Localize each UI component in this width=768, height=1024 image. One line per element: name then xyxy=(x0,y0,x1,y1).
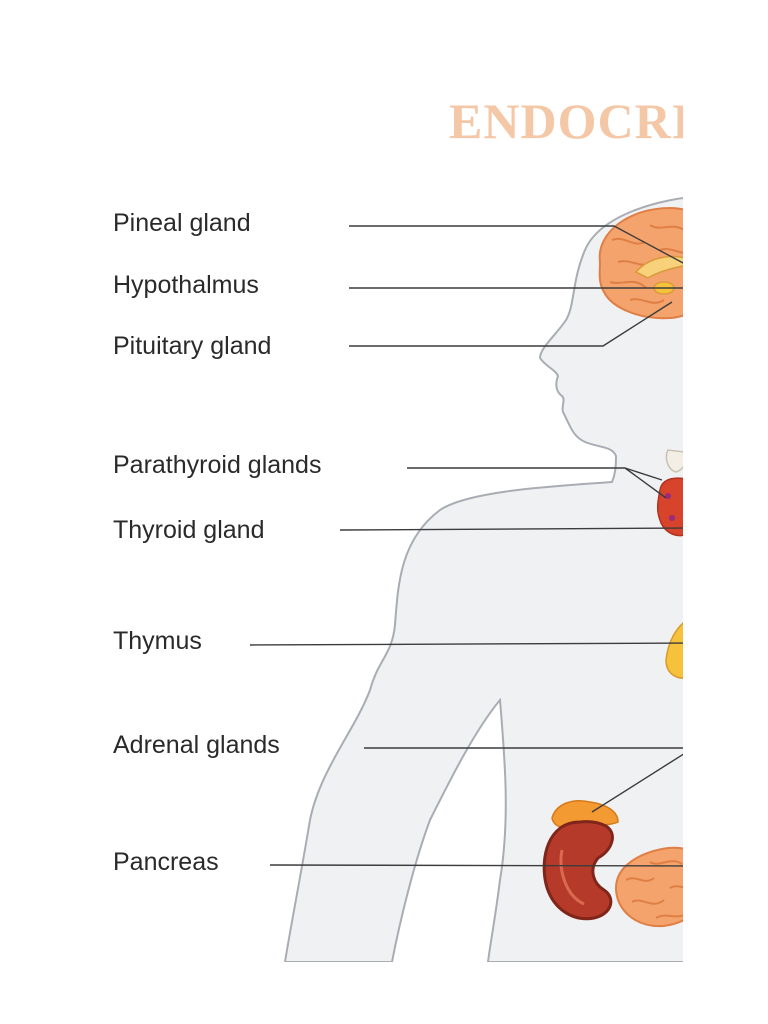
thyroid-icon xyxy=(656,449,683,537)
parathyroid-leader-line xyxy=(407,467,667,499)
label-pineal-gland: Pineal gland xyxy=(113,209,251,237)
pituitary-leader-line xyxy=(349,301,673,347)
brain-icon xyxy=(598,206,683,320)
body-silhouette xyxy=(283,197,683,962)
label-hypothalamus: Hypothalmus xyxy=(113,271,259,299)
label-pituitary-gland: Pituitary gland xyxy=(113,332,272,360)
pineal-leader-line xyxy=(349,225,683,264)
label-pancreas: Pancreas xyxy=(113,848,219,876)
label-parathyroid-glands: Parathyroid glands xyxy=(113,451,322,479)
label-thyroid-gland: Thyroid gland xyxy=(113,516,265,544)
label-adrenal-glands: Adrenal glands xyxy=(113,731,280,759)
page-title: ENDOCRINE SYSTEM xyxy=(449,93,683,149)
adrenal-leader-line xyxy=(364,747,683,813)
label-thymus: Thymus xyxy=(113,627,202,655)
thyroid-leader-line xyxy=(339,527,683,531)
thymus-icon xyxy=(665,622,683,679)
pancreas-leader-line xyxy=(269,864,683,867)
thymus-leader-line xyxy=(249,642,683,646)
kidney-icon xyxy=(542,820,614,921)
pancreas-icon xyxy=(614,846,683,928)
